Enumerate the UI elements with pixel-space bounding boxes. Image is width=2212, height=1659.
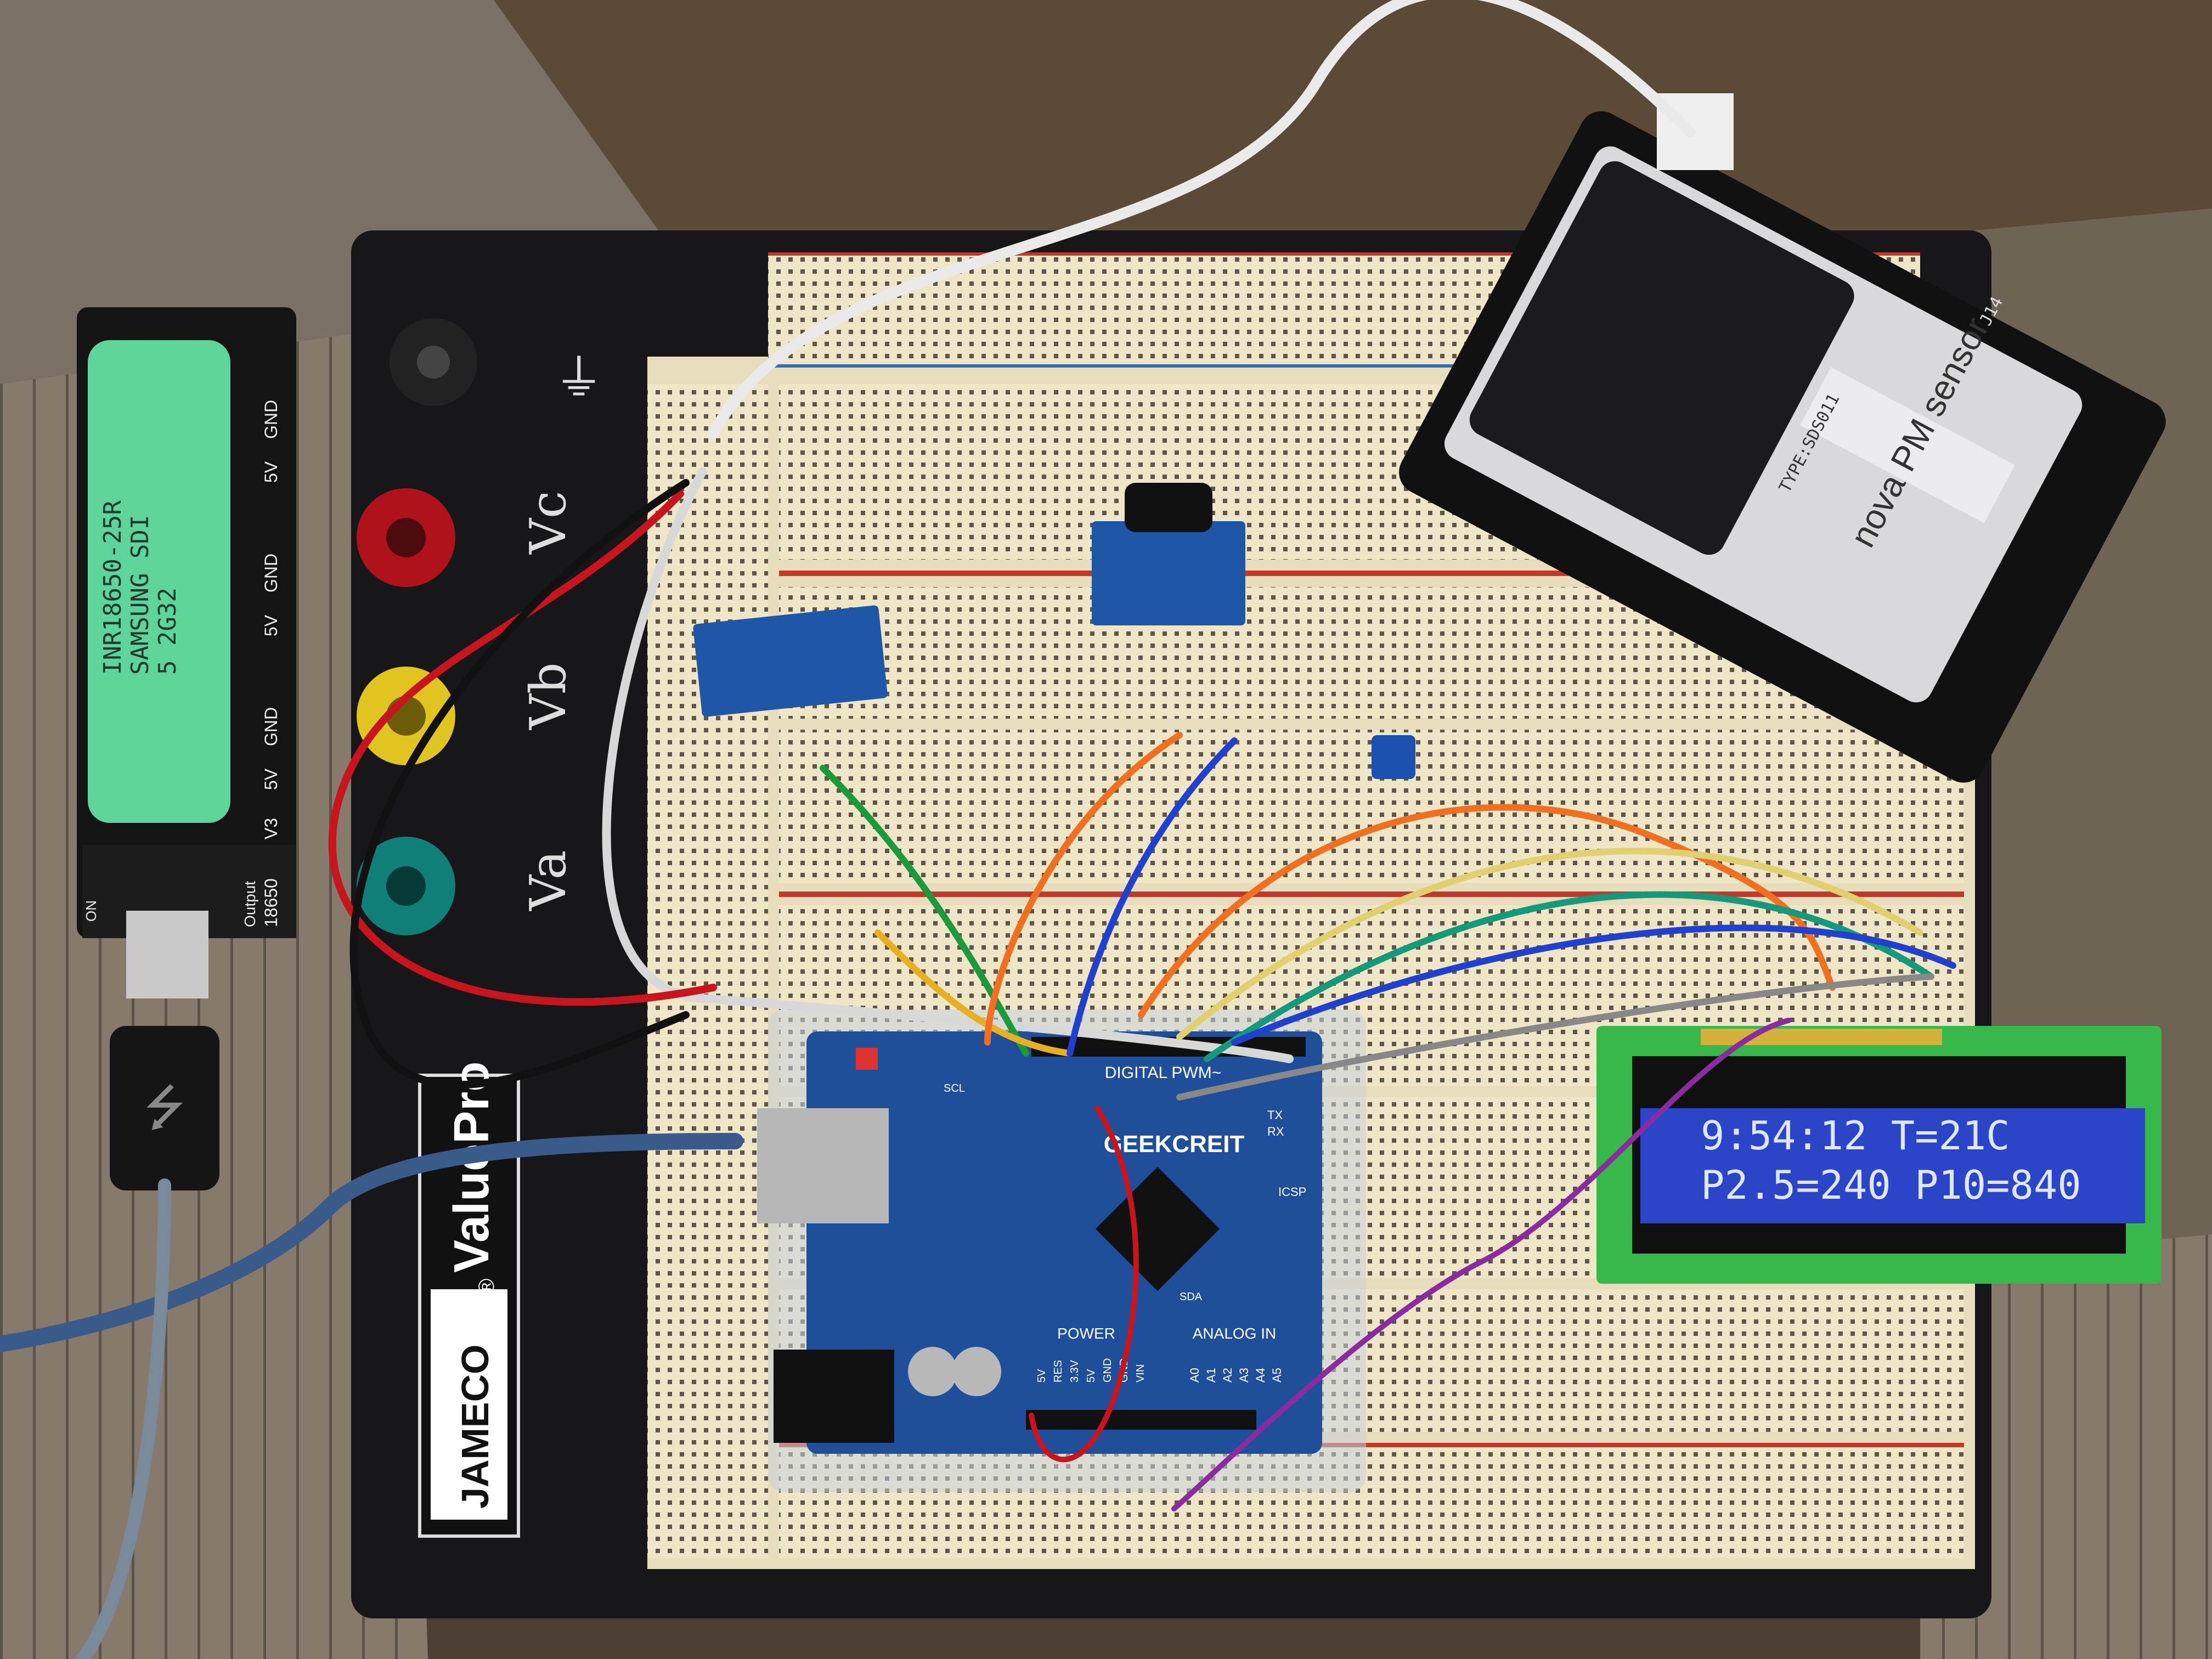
wires: [0, 0, 1956, 1659]
lcd-screen: [1640, 1108, 2145, 1223]
battery-label-18650: 18650: [261, 878, 281, 927]
wire-yellow: [874, 929, 1073, 1057]
usb-cable-2: [76, 1178, 171, 1659]
reset-button: [856, 1048, 878, 1070]
arduino-scl-label: SCL: [944, 1082, 965, 1094]
battery-label-gnd-a: GND: [261, 400, 281, 439]
wire-white: [602, 467, 1294, 1063]
wire-black: [349, 479, 690, 1089]
pin-label: A1: [1204, 1368, 1218, 1383]
deck-right: [1920, 1234, 2212, 1659]
dc-power-jack: [774, 1350, 894, 1443]
arduino-power-label: POWER: [1057, 1325, 1115, 1342]
pin-label: A4: [1254, 1368, 1267, 1383]
battery-label-on: ON: [83, 900, 99, 922]
arduino-tx-label: TX: [1267, 1108, 1283, 1122]
potentiometer: [1372, 735, 1415, 779]
sensor-fan: [1469, 161, 1854, 555]
pin-label: A2: [1221, 1368, 1234, 1383]
arduino-analog-label: ANALOG IN: [1193, 1325, 1276, 1342]
pin-label: RES: [1052, 1360, 1064, 1383]
binding-post-vc: [357, 488, 455, 587]
pin-label: A3: [1237, 1368, 1251, 1383]
arduino-brand: GEEKCREIT: [1104, 1131, 1245, 1158]
pin-label: 5V: [1085, 1369, 1097, 1383]
wire-red: [328, 490, 717, 1006]
sensor-label-sticker: [1800, 367, 2016, 523]
bme-module: [1092, 521, 1245, 625]
wire-purple: [1171, 1018, 1791, 1511]
buzzer-icon: [1125, 483, 1212, 532]
wire-teal-long: [1204, 891, 1934, 1062]
battery-label-5v-b: 5V: [261, 614, 281, 636]
arduino-digital-label: DIGITAL PWM~: [1105, 1064, 1222, 1082]
arduino-icsp-label: ICSP: [1278, 1185, 1306, 1199]
lcd-line-2: P2.5=240 P10=840: [1701, 1162, 2081, 1208]
battery-text-2: SAMSUNG SDI: [126, 515, 154, 675]
battery-label-v3: V3: [261, 818, 281, 839]
wire-orange: [984, 732, 1183, 1046]
binding-post-ground: [390, 318, 477, 406]
battery-label-gnd-c: GND: [261, 707, 281, 746]
battery-label-gnd-b: GND: [261, 554, 281, 592]
rtc-module: [693, 605, 888, 717]
wire-blue-long: [1231, 924, 1956, 1046]
arduino-sda-label: SDA: [1180, 1291, 1203, 1303]
wire-blue: [1066, 737, 1238, 1057]
brand-product: ValuePro: [444, 1062, 499, 1273]
pin-label: A5: [1270, 1368, 1284, 1383]
lcd-header-pins: [1701, 1029, 1942, 1045]
wire-gray-long: [1176, 973, 1934, 1101]
pin-label: GND: [1102, 1358, 1114, 1383]
post-label-vb: Vb: [520, 662, 577, 730]
binding-post-va: [357, 837, 455, 935]
usb-plug-icon: [110, 1026, 219, 1190]
battery-label-5v-c: 5V: [261, 768, 281, 790]
battery-label-output: Output: [241, 881, 258, 927]
battery-text-1: INR18650-25R: [99, 500, 127, 675]
analog-pin-labels: A0 A1 A2 A3 A4 A5: [1188, 1368, 1284, 1383]
wire-white-sensor: [708, 0, 1695, 439]
pm-sensor: nova PM sensor TYPE:SDS011 J14: [1399, 111, 2166, 783]
wire-yellow-long: [1176, 848, 1923, 1040]
pin-label: VIN: [1135, 1364, 1147, 1383]
post-label-va: Va: [520, 850, 577, 911]
usb-a-port: [126, 911, 208, 998]
breadboard-left-rail: [647, 384, 768, 1558]
pin-label: 5V: [1036, 1369, 1048, 1383]
capacitor: [908, 1347, 957, 1396]
capacitor: [952, 1347, 1001, 1396]
lcd-line-1: 9:54:12 T=21C: [1701, 1113, 2010, 1159]
jameco-logo: [431, 1289, 507, 1520]
pin-label: A0: [1188, 1368, 1201, 1383]
battery-label-5v-a: 5V: [261, 461, 281, 483]
wire-green: [820, 765, 1029, 1057]
wire-red-short: [1029, 1105, 1139, 1463]
ground-symbol-icon: ⏚: [554, 349, 603, 407]
usb-cable: [0, 1133, 743, 1352]
pin-label: 3.3V: [1069, 1359, 1081, 1383]
analog-header: [1026, 1410, 1256, 1430]
usb-b-port: [757, 1108, 889, 1223]
post-label-vc: Vc: [520, 491, 577, 555]
arduino-rx-label: RX: [1267, 1125, 1284, 1138]
brand-jameco: JAMECO: [454, 1345, 496, 1509]
usb-symbol-icon: ⭍: [144, 1079, 185, 1137]
brand-registered: ®: [475, 1279, 499, 1295]
battery-cell: [88, 340, 230, 823]
battery-text-3: 5 2G32: [154, 588, 182, 675]
